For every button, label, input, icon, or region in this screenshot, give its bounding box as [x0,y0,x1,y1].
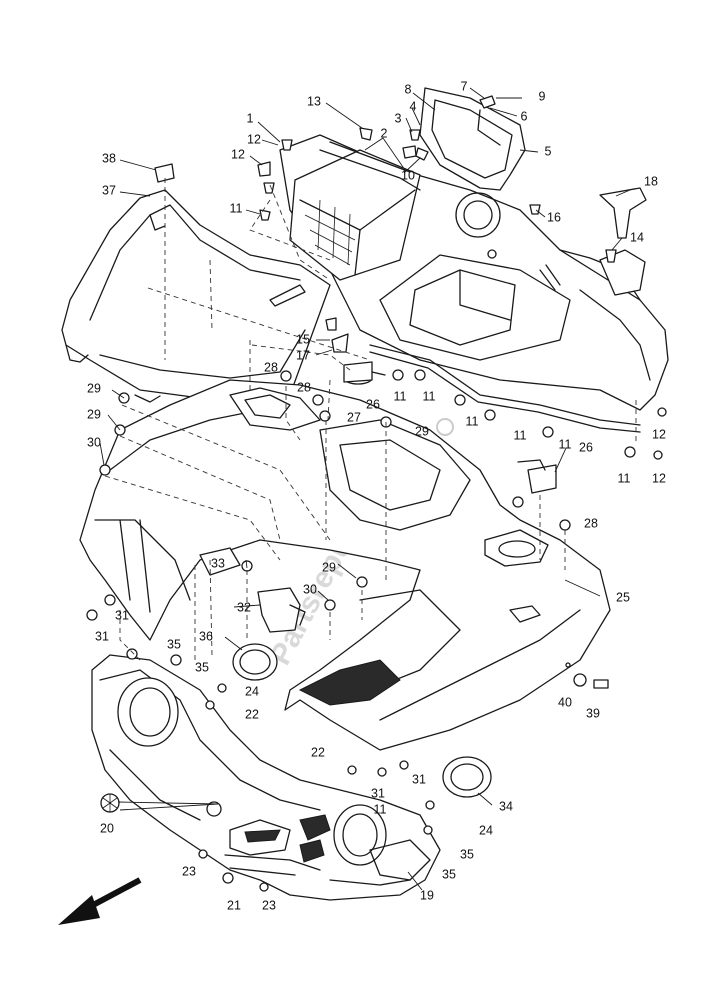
callout-31-d: 31 [371,786,385,800]
callout-21: 21 [227,898,241,912]
callout-9: 9 [539,89,546,103]
callout-35-a: 35 [167,637,181,651]
callout-2: 2 [381,126,388,140]
part-20-cap [100,793,120,813]
callout-12-a: 12 [247,132,261,146]
callout-29-c: 29 [415,424,429,438]
watermark-gear-icon [436,418,454,436]
rear-fender-assembly [279,134,669,433]
callout-23-b: 23 [262,898,276,912]
callout-29-a: 29 [87,381,101,395]
callout-11-d: 11 [466,414,479,428]
callout-12-d: 12 [652,471,666,485]
callout-31-c: 31 [412,772,426,786]
callout-14: 14 [630,230,644,244]
callout-20: 20 [100,821,114,835]
callout-24-b: 24 [479,823,493,837]
callout-8: 8 [405,82,412,96]
callout-35-b: 35 [195,660,209,674]
part-5-lid [419,87,526,191]
callout-11-c: 11 [423,389,436,403]
leader-lines [99,87,631,891]
callout-11-e: 11 [514,428,527,442]
callout-4: 4 [410,99,417,113]
callout-28-a: 28 [264,360,278,374]
callout-28-c: 28 [584,516,598,530]
callout-29-b: 29 [87,407,101,421]
callout-1: 1 [247,111,254,125]
callout-33: 33 [211,556,225,570]
callout-35-c: 35 [460,847,474,861]
callout-38: 38 [102,151,116,165]
callout-12-b: 12 [231,147,245,161]
callout-37: 37 [102,183,116,197]
callout-32: 32 [237,600,251,614]
callout-12-c: 12 [652,427,666,441]
callout-30-b: 30 [303,582,317,596]
callout-25: 25 [616,590,630,604]
callout-26-a: 26 [366,397,380,411]
callout-11-f: 11 [559,437,572,451]
callout-13: 13 [307,94,321,108]
callout-11-a: 11 [230,201,243,215]
callout-15: 15 [296,332,310,346]
part-25-front-fender [79,379,611,751]
callout-24-a: 24 [245,684,259,698]
callout-18: 18 [644,174,658,188]
callout-11-h: 11 [374,802,387,816]
callout-19: 19 [420,888,434,902]
callout-6: 6 [521,109,528,123]
part-18 [599,187,647,239]
callout-28-b: 28 [297,380,311,394]
callout-22-b: 22 [311,745,325,759]
callout-11-g: 11 [618,471,631,485]
part-19-front-panel [91,654,441,901]
callout-30-a: 30 [87,435,101,449]
part-32-bracket [257,587,306,633]
callout-31-a: 31 [115,608,129,622]
callout-31-b: 31 [95,629,109,643]
callout-35-d: 35 [442,867,456,881]
callout-5: 5 [545,144,552,158]
callout-11-b: 11 [394,389,407,403]
callout-16: 16 [547,210,561,224]
part-37-cover [61,189,331,403]
callout-10: 10 [401,168,415,182]
callout-22-a: 22 [245,707,259,721]
part-34-ring [442,756,492,798]
callout-26-b: 26 [579,440,593,454]
assembly-lines [104,178,637,661]
part-26-lower [517,459,557,494]
callout-36: 36 [199,629,213,643]
fasteners [86,95,667,892]
front-arrow-icon [58,877,142,925]
callout-34: 34 [499,799,513,813]
callout-39: 39 [586,706,600,720]
callout-40: 40 [558,695,572,709]
callout-23-a: 23 [182,864,196,878]
part-26-upper [343,361,386,385]
part-36-ring [232,643,278,681]
callout-17: 17 [296,348,310,362]
callout-labels: 1 2 3 4 5 6 7 8 9 10 11 12 12 12 12 13 1… [87,79,666,912]
callout-27: 27 [347,410,361,424]
callout-7: 7 [461,79,468,93]
callout-3: 3 [395,111,402,125]
callout-29-d: 29 [322,560,336,574]
